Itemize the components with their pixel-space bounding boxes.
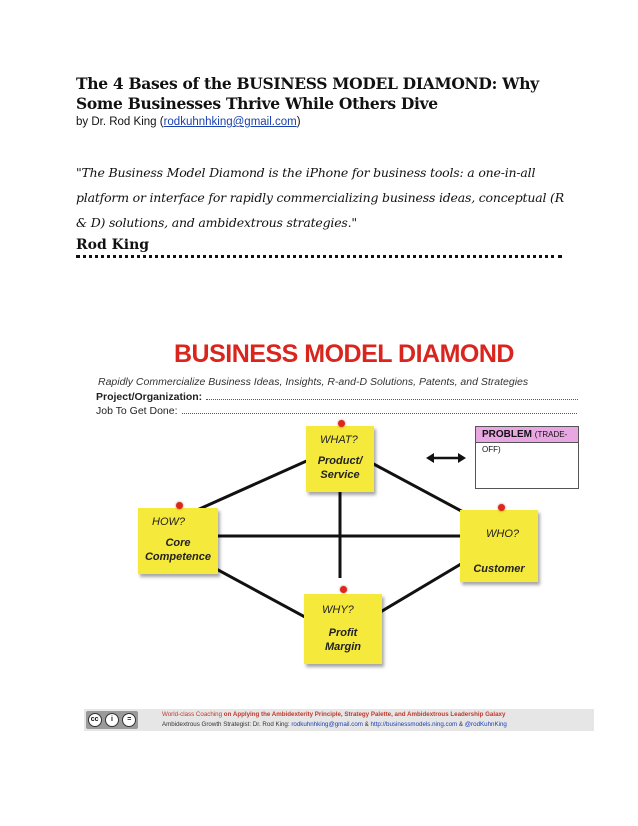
note-who-content: Customer: [473, 563, 525, 575]
job-line: Job To Get Done:: [96, 405, 577, 417]
article-title: The 4 Bases of the BUSINESS MODEL DIAMON…: [76, 74, 539, 113]
note-what: WHAT? Product/ Service: [306, 426, 374, 492]
pin-how: [176, 502, 183, 509]
note-why-question: WHY?: [322, 604, 354, 616]
business-model-diamond-figure: BUSINESS MODEL DIAMOND Rapidly Commercia…: [78, 340, 584, 700]
pin-who: [498, 504, 505, 511]
footer-amp-2: &: [457, 721, 465, 728]
footer-banner: cc i = World-class Coaching on Applying …: [84, 709, 594, 731]
job-dots: [181, 412, 577, 414]
note-who-question: WHO?: [486, 528, 519, 540]
project-dots: [206, 398, 579, 400]
problem-header: PROBLEM (TRADE-OFF): [475, 426, 579, 454]
pin-why: [340, 586, 347, 593]
author-email-link[interactable]: rodkuhnhking@gmail.com: [163, 116, 297, 128]
arrow-head-right: [458, 453, 466, 463]
footer-line-2-a: Ambidextrous Growth Strategist: Dr. Rod …: [162, 721, 292, 728]
dotted-divider: [76, 255, 562, 258]
footer-amp-1: &: [362, 721, 371, 728]
footer-handle-link[interactable]: @rodKuhnKing: [464, 721, 507, 728]
footer-line-1: World-class Coaching on Applying the Amb…: [162, 711, 505, 718]
note-why: WHY? Profit Margin: [304, 594, 382, 664]
footer-email-link[interactable]: rodkuhnhking@gmail.com: [291, 721, 363, 728]
quote-author: Rod King: [76, 237, 150, 253]
project-label: Project/Organization:: [96, 391, 203, 403]
problem-input-area: [475, 443, 579, 489]
problem-tradeoff: (TRADE-OFF): [482, 430, 568, 454]
note-who: WHO? Customer: [460, 510, 538, 582]
attribution-icon: i: [104, 713, 119, 727]
note-how-question: HOW?: [152, 516, 185, 528]
note-what-question: WHAT?: [320, 434, 358, 446]
arrow-head-left: [426, 453, 434, 463]
byline-prefix: by Dr. Rod King (: [76, 116, 164, 128]
note-how: HOW? Core Competence: [138, 508, 218, 574]
job-label: Job To Get Done:: [96, 405, 178, 417]
quote-text: "The Business Model Diamond is the iPhon…: [76, 165, 564, 230]
figure-title: BUSINESS MODEL DIAMOND: [174, 340, 514, 368]
creative-commons-badge: cc i =: [86, 711, 138, 729]
pin-what: [338, 420, 345, 427]
byline-suffix: ): [296, 116, 301, 128]
problem-box: PROBLEM (TRADE-OFF): [475, 426, 579, 489]
figure-subtitle: Rapidly Commercialize Business Ideas, In…: [98, 376, 529, 388]
note-why-content: Profit Margin: [324, 627, 362, 653]
note-what-content: Product/ Service: [317, 455, 363, 481]
no-derivatives-icon: =: [122, 713, 137, 727]
note-how-content: Core Competence: [144, 537, 212, 563]
cc-icon: cc: [87, 713, 102, 727]
footer-site-link[interactable]: http://businessmodels.ning.com: [370, 721, 458, 728]
footer-line-2: Ambidextrous Growth Strategist: Dr. Rod …: [162, 721, 507, 728]
footer-line-1-a: World-class Coaching: [162, 711, 224, 718]
project-line: Project/Organization:: [96, 391, 579, 403]
byline: by Dr. Rod King (rodkuhnhking@gmail.com): [76, 114, 301, 130]
problem-label: PROBLEM: [482, 429, 532, 440]
footer-line-1-b: on Applying the Ambidexterity Principle,…: [223, 711, 506, 718]
